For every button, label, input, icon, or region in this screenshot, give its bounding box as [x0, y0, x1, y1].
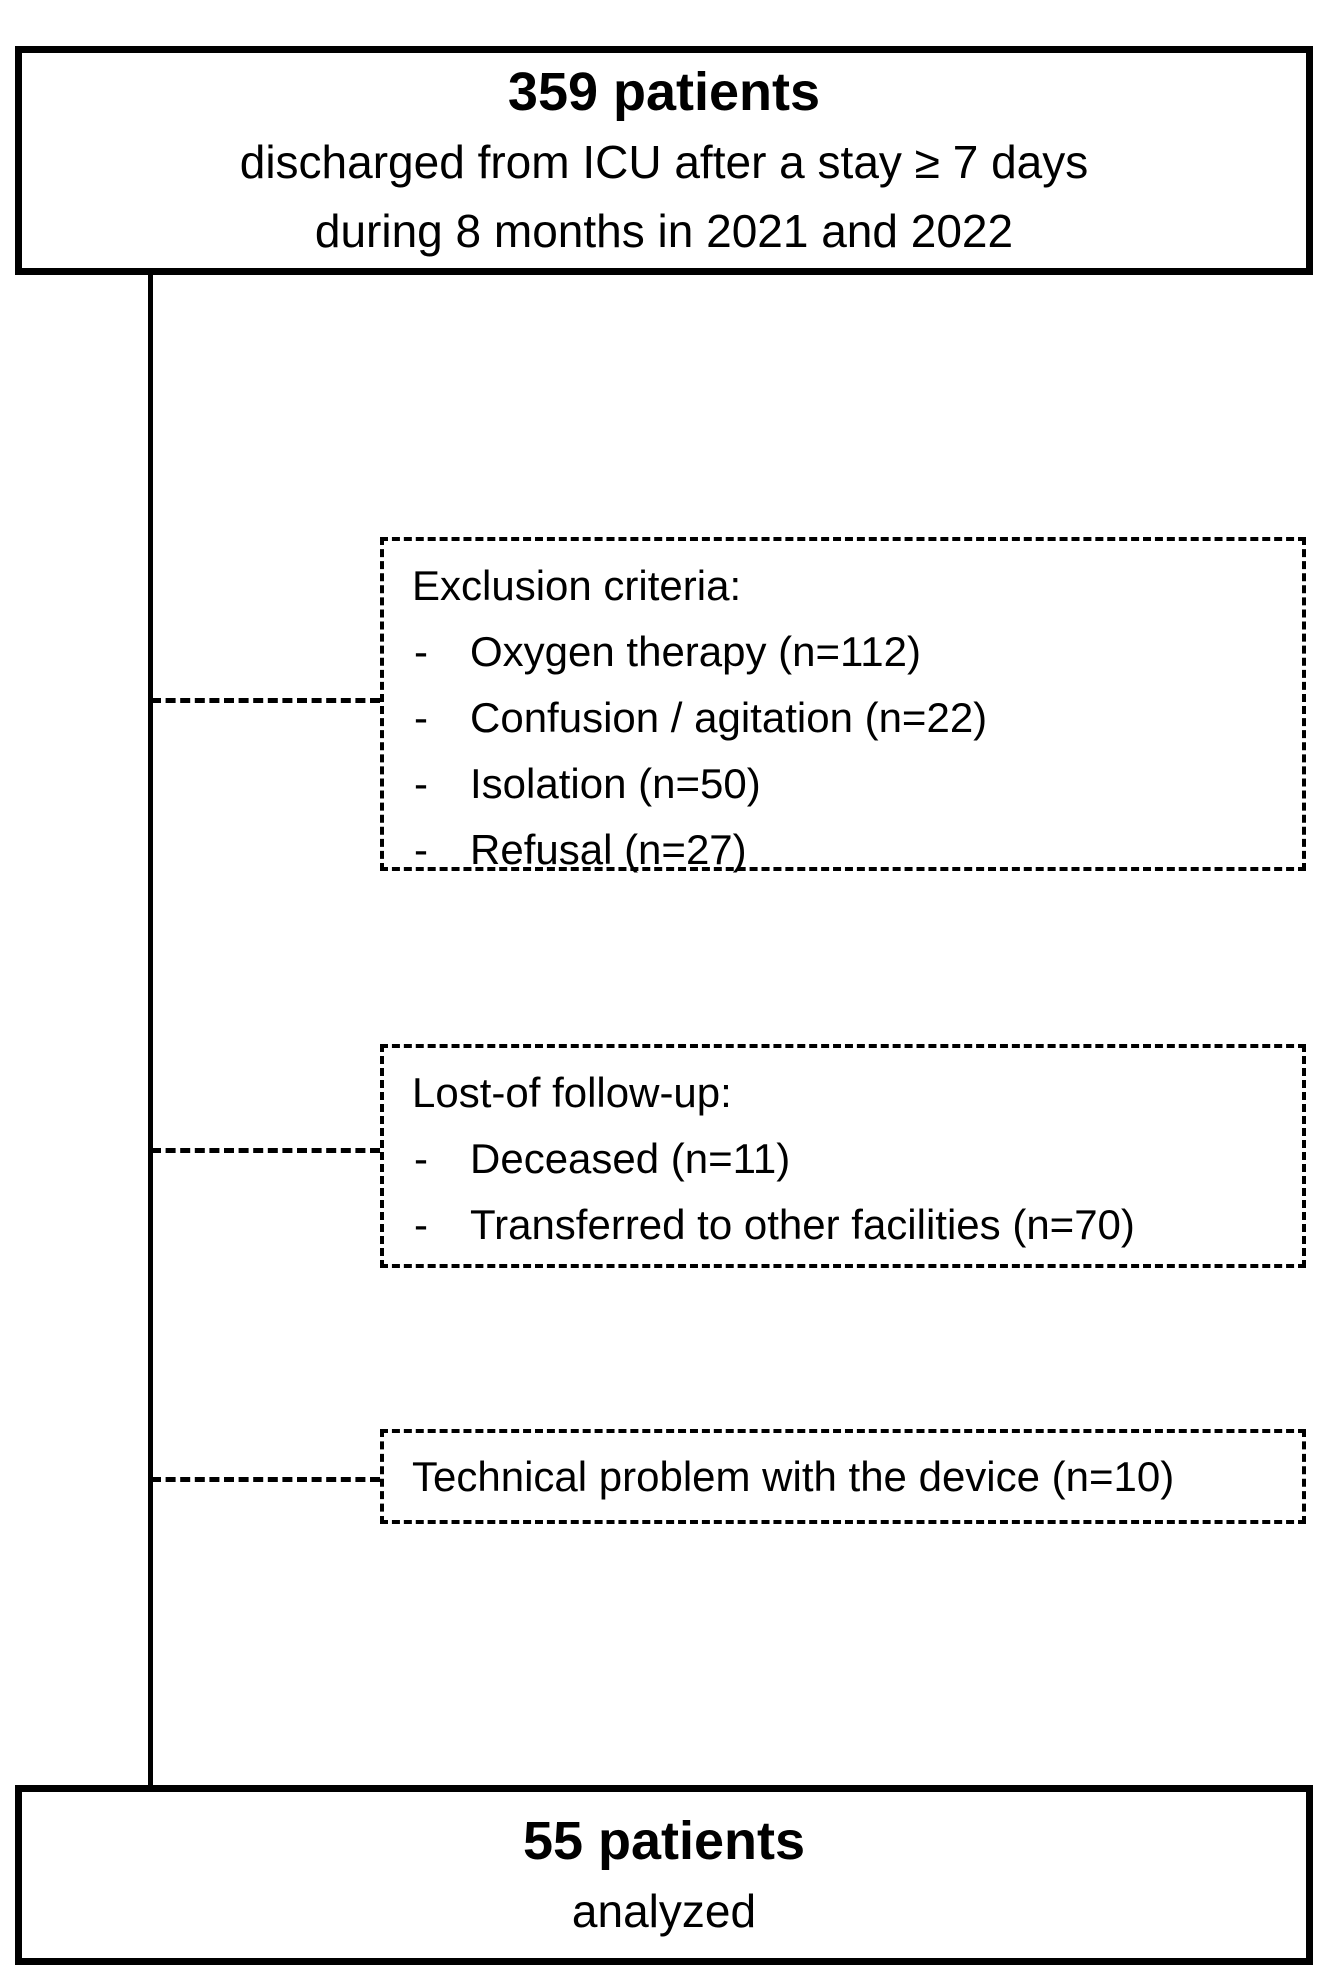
lost-followup-item-label: Transferred to other facilities (n=70) — [470, 1201, 1135, 1248]
exclusion-item-label: Refusal (n=27) — [470, 826, 747, 873]
lost-followup-item-deceased: - Deceased (n=11) — [412, 1126, 1286, 1192]
bullet-dash: - — [414, 760, 428, 807]
exclusion-criteria-box: Exclusion criteria: - Oxygen therapy (n=… — [380, 537, 1306, 873]
exclusion-item-label: Oxygen therapy (n=112) — [470, 628, 921, 675]
lost-followup-connector-line — [151, 1148, 380, 1153]
technical-problem-label: Technical problem with the device (n=10) — [412, 1452, 1175, 1500]
analyzed-count: 55 patients — [522, 1810, 806, 1871]
lost-followup-box: Lost-of follow-up: - Deceased (n=11) - T… — [380, 1044, 1306, 1268]
exclusion-item-label: Isolation (n=50) — [470, 760, 761, 807]
enrollment-description-line-1: discharged from ICU after a stay ≥ 7 day… — [239, 135, 1089, 188]
analyzed-box: 55 patients analyzed — [15, 1785, 1313, 1965]
analyzed-label: analyzed — [571, 1884, 757, 1937]
bullet-dash: - — [414, 694, 428, 741]
exclusion-item-isolation: - Isolation (n=50) — [412, 751, 1286, 817]
bullet-dash: - — [414, 1135, 428, 1182]
exclusion-item-oxygen-therapy: - Oxygen therapy (n=112) — [412, 619, 1286, 685]
exclusion-item-label: Confusion / agitation (n=22) — [470, 694, 988, 741]
enrollment-count: 359 patients — [507, 61, 821, 122]
vertical-connector-line — [148, 275, 153, 1785]
exclusion-item-confusion-agitation: - Confusion / agitation (n=22) — [412, 685, 1286, 751]
exclusion-criteria-heading: Exclusion criteria: — [412, 562, 742, 609]
enrollment-description-line-2: during 8 months in 2021 and 2022 — [314, 204, 1014, 257]
lost-followup-heading: Lost-of follow-up: — [412, 1069, 732, 1116]
exclusion-item-refusal: - Refusal (n=27) — [412, 817, 1286, 883]
enrollment-box: 359 patients discharged from ICU after a… — [15, 46, 1313, 275]
lost-followup-item-transferred: - Transferred to other facilities (n=70) — [412, 1192, 1286, 1258]
exclusion-connector-line — [151, 698, 380, 703]
technical-problem-connector-line — [151, 1477, 380, 1482]
bullet-dash: - — [414, 628, 428, 675]
lost-followup-item-label: Deceased (n=11) — [470, 1135, 791, 1182]
bullet-dash: - — [414, 1201, 428, 1248]
bullet-dash: - — [414, 826, 428, 873]
technical-problem-box: Technical problem with the device (n=10) — [380, 1429, 1306, 1524]
